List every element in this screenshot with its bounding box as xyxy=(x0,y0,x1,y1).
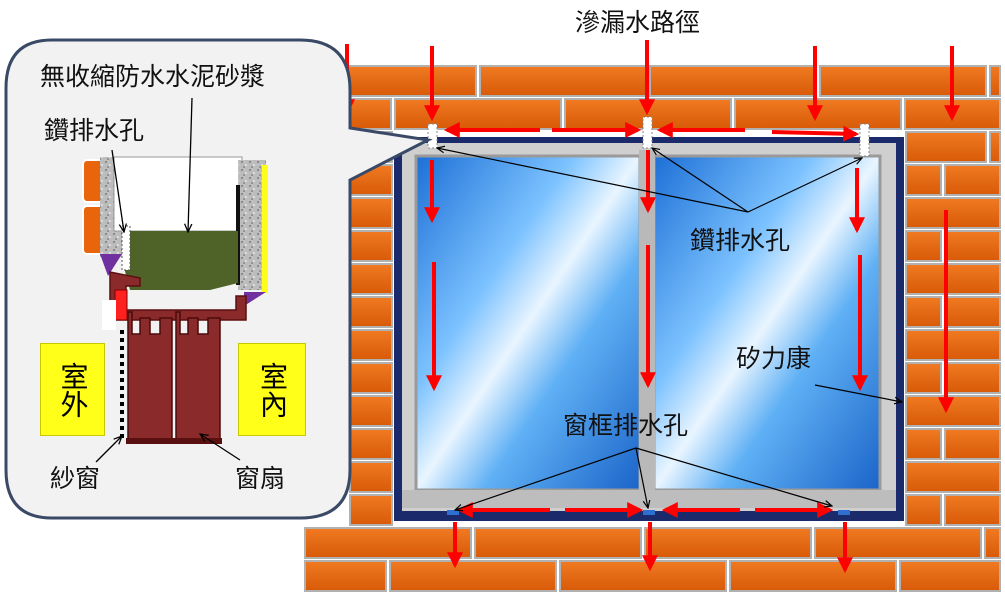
brick xyxy=(819,65,987,97)
brick xyxy=(905,362,942,394)
frame-drain-label: 窗框排水孔 xyxy=(563,411,689,440)
brick xyxy=(349,230,393,262)
leak-path-label: 滲漏水路徑 xyxy=(575,8,701,37)
sill-drain-slot-1 xyxy=(447,510,459,515)
leader-line xyxy=(437,148,749,213)
silicone-label: 矽力康 xyxy=(736,344,812,373)
brick xyxy=(474,527,642,559)
brick xyxy=(814,527,982,559)
brick xyxy=(649,65,817,97)
brick xyxy=(559,560,727,592)
brick xyxy=(944,296,1001,328)
brick xyxy=(905,263,1001,295)
brick xyxy=(304,527,472,559)
brick xyxy=(349,362,393,394)
detail-white-gap xyxy=(102,300,116,330)
brick xyxy=(899,560,1001,592)
brick xyxy=(734,98,902,130)
detail-sealant-right xyxy=(244,292,266,306)
leader-line xyxy=(95,436,122,463)
leader-line xyxy=(455,447,637,510)
brick xyxy=(905,395,1001,427)
brick xyxy=(944,362,1001,394)
leader-line xyxy=(747,158,862,213)
leader-lines xyxy=(437,148,902,510)
drill-hole-main-label: 鑽排水孔 xyxy=(690,226,791,255)
detail-drip-red xyxy=(114,289,128,321)
section-detail xyxy=(82,97,268,463)
brick xyxy=(304,560,387,592)
leader-line xyxy=(814,384,902,402)
mortar-label: 無收縮防水水泥砂漿 xyxy=(40,62,266,91)
drill-hole-3 xyxy=(859,123,870,157)
brick xyxy=(905,296,942,328)
arrow xyxy=(771,125,860,142)
detail-drill-hole xyxy=(121,225,131,271)
brick xyxy=(349,494,393,526)
brick xyxy=(349,428,393,460)
right-glass-pane xyxy=(652,154,882,492)
brick xyxy=(905,494,942,526)
detail-lintel-white xyxy=(113,156,243,232)
detail-sash-bottom xyxy=(126,438,222,444)
screen-label: 紗窗 xyxy=(50,464,101,493)
brick xyxy=(349,329,393,361)
brick xyxy=(905,461,1001,493)
brick xyxy=(349,197,393,229)
brick xyxy=(349,395,393,427)
drill-hole-2 xyxy=(642,116,653,149)
brick xyxy=(944,230,1001,262)
brick xyxy=(905,164,942,196)
brick xyxy=(905,131,987,163)
brick xyxy=(349,296,393,328)
brick xyxy=(989,65,1001,97)
brick xyxy=(479,65,647,97)
leader-line xyxy=(200,434,241,461)
drill-hole-detail-label: 鑽排水孔 xyxy=(44,116,145,145)
brick xyxy=(349,461,393,493)
brick xyxy=(729,560,897,592)
brick xyxy=(394,98,562,130)
leader-line xyxy=(111,149,124,232)
sill-drain-slot-3 xyxy=(838,510,850,515)
brick-wall xyxy=(304,65,1001,592)
detail-sealant-left xyxy=(100,254,122,276)
detail-waterproof-mortar xyxy=(122,231,238,290)
leader-line xyxy=(652,148,749,213)
drill-hole-1 xyxy=(427,123,438,149)
leader-line xyxy=(635,447,832,506)
brick xyxy=(989,131,1001,163)
indoor-label-box: 室內 xyxy=(238,343,306,436)
detail-inner-plaster xyxy=(238,160,266,290)
brick xyxy=(944,164,1001,196)
brick xyxy=(905,329,1001,361)
outdoor-label-box: 室外 xyxy=(40,343,105,436)
brick xyxy=(389,560,557,592)
leader-line xyxy=(188,97,193,232)
brick xyxy=(905,230,942,262)
brick xyxy=(984,527,1001,559)
brick xyxy=(944,428,1001,460)
leader-line xyxy=(635,447,648,508)
brick xyxy=(905,197,1001,229)
brick xyxy=(905,428,942,460)
brick xyxy=(644,527,812,559)
sash-label: 窗扇 xyxy=(235,464,286,493)
brick xyxy=(944,494,1001,526)
bottom-sill xyxy=(402,490,896,508)
brick xyxy=(349,263,393,295)
sill-drain-slot-2 xyxy=(643,510,655,515)
water-path-arrows xyxy=(339,40,960,574)
detail-yellow-edge xyxy=(262,165,268,293)
